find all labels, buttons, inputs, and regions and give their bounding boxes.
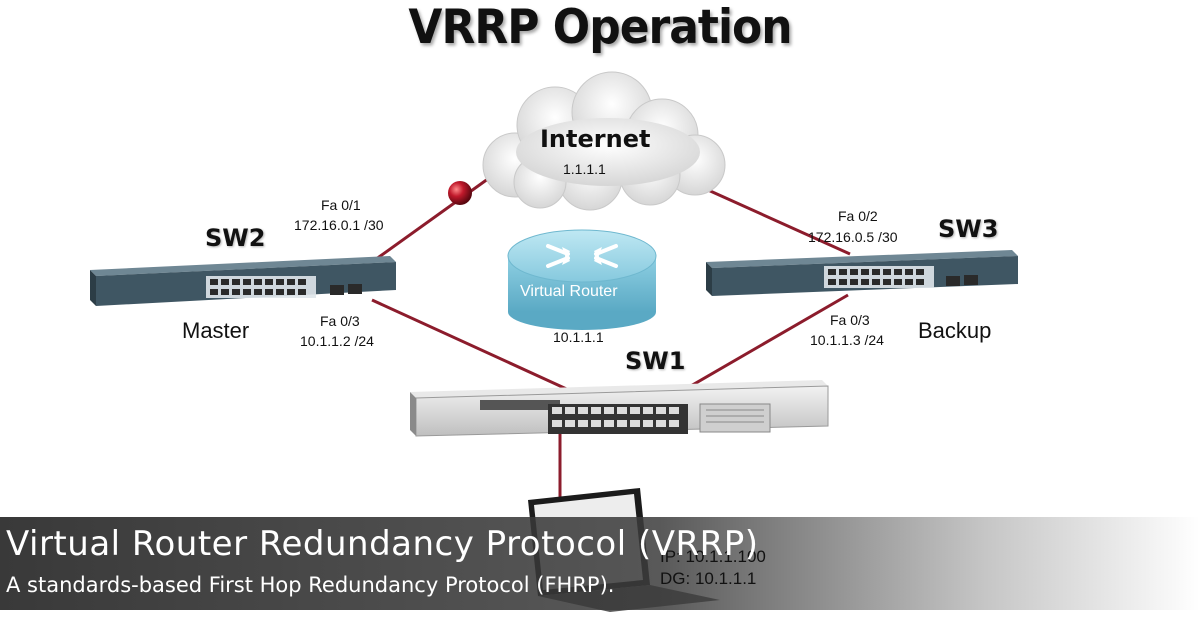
page-title: VRRP Operation: [408, 0, 792, 56]
laptop-default-gateway: DG: 10.1.1.1: [660, 569, 757, 588]
sw3-name: SW3: [938, 215, 999, 243]
banner-title: Virtual Router Redundancy Protocol (VRRP…: [6, 524, 759, 564]
sw2-name: SW2: [205, 224, 266, 252]
switch-icon: [410, 380, 829, 437]
internet-ip: 1.1.1.1: [563, 161, 606, 177]
switch-icon: [706, 250, 1018, 296]
links: [371, 174, 851, 500]
sw3-uplink-ip: 172.16.0.5 /30: [808, 229, 898, 245]
sw2-role: Master: [182, 318, 250, 343]
laptop-ip: IP: 10.1.1.100: [660, 547, 766, 566]
sw2-uplink-interface: Fa 0/1: [321, 197, 361, 213]
packet-icon: [448, 181, 472, 205]
sw3-down-ip: 10.1.1.3 /24: [810, 332, 884, 348]
cloud-icon: [482, 71, 726, 211]
virtual-router-ip: 10.1.1.1: [553, 329, 604, 345]
sw3-role: Backup: [918, 318, 992, 343]
caption-banner: [0, 517, 1200, 610]
internet-label: Internet: [540, 125, 651, 153]
link-sw2-internet: [371, 174, 493, 264]
banner-subtitle: A standards-based First Hop Redundancy P…: [6, 573, 615, 597]
sw1-name: SW1: [625, 347, 686, 375]
sw2-down-interface: Fa 0/3: [320, 313, 360, 329]
switch-icon: [90, 256, 396, 306]
sw3-uplink-interface: Fa 0/2: [838, 208, 878, 224]
sw2-down-ip: 10.1.1.2 /24: [300, 333, 374, 349]
link-sw3-internet: [707, 188, 851, 256]
virtual-router-label: Virtual Router: [520, 283, 618, 300]
sw3-down-interface: Fa 0/3: [830, 312, 870, 328]
sw2-uplink-ip: 172.16.0.1 /30: [294, 217, 384, 233]
router-icon: [507, 229, 657, 330]
